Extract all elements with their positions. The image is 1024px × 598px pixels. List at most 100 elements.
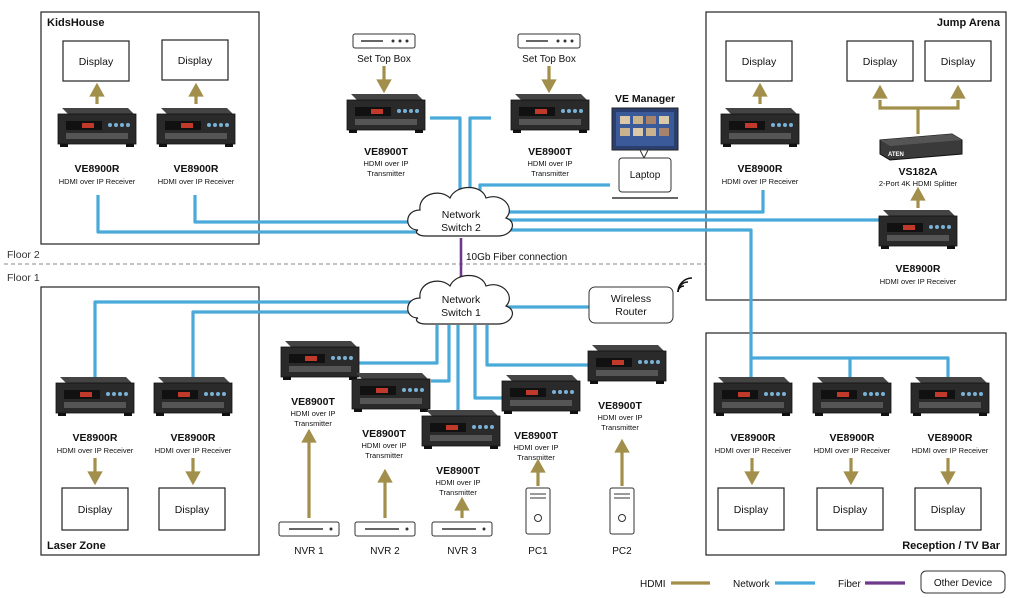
svg-text:HDMI over IP Receiver: HDMI over IP Receiver [59, 177, 136, 186]
network-switch-1: Network Switch 1 [407, 274, 514, 325]
svg-text:VE8900T: VE8900T [528, 146, 572, 158]
svg-text:HDMI over IP: HDMI over IP [527, 159, 572, 168]
legend-fiber-label: Fiber [838, 579, 861, 590]
svg-text:VE8900T: VE8900T [362, 428, 406, 440]
svg-text:VE8900T: VE8900T [364, 146, 408, 158]
transmitter-device [346, 93, 426, 134]
svg-text:HDMI over IP: HDMI over IP [290, 409, 335, 418]
svg-text:Transmitter: Transmitter [367, 169, 405, 178]
reception-display-1 [717, 487, 785, 531]
legend-hdmi-label: HDMI [640, 579, 666, 590]
svg-text:Display: Display [79, 56, 114, 68]
zone-laser-zone [40, 286, 260, 556]
svg-text:HDMI over IP: HDMI over IP [597, 413, 642, 422]
laser-zone-display-1 [61, 487, 129, 531]
receiver-device [720, 107, 800, 148]
zone-kidshouse [40, 11, 260, 245]
svg-text:Transmitter: Transmitter [365, 451, 403, 460]
ve-manager-label: VE Manager [615, 93, 675, 105]
reception-display-3 [914, 487, 982, 531]
svg-text:VE8900T: VE8900T [514, 430, 558, 442]
svg-text:Display: Display [931, 504, 966, 516]
receiver-device [713, 376, 793, 417]
nvr3-label: NVR 3 [447, 546, 477, 557]
legend-network-label: Network [733, 579, 771, 590]
svg-text:Display: Display [78, 504, 113, 516]
jump-arena-display-1 [725, 40, 793, 82]
svg-text:Transmitter: Transmitter [517, 453, 555, 462]
svg-text:Display: Display [863, 56, 898, 68]
set-top-box-icon [352, 33, 416, 49]
svg-text:HDMI over IP: HDMI over IP [363, 159, 408, 168]
svg-text:Wireless: Wireless [611, 293, 651, 305]
svg-text:Display: Display [742, 56, 777, 68]
receiver-device [812, 376, 892, 417]
legend-other-device-box [920, 570, 1006, 594]
svg-text:HDMI over IP Receiver: HDMI over IP Receiver [814, 446, 891, 455]
floor-1-label: Floor 1 [7, 272, 40, 284]
legend-other-label: Other Device [934, 578, 993, 589]
svg-text:HDMI over IP Receiver: HDMI over IP Receiver [912, 446, 989, 455]
kidshouse-display-1 [62, 40, 130, 82]
svg-text:HDMI over IP Receiver: HDMI over IP Receiver [158, 177, 235, 186]
network-switch-2: Network Switch 2 [407, 186, 514, 237]
zone-label-jump-arena: Jump Arena [937, 17, 1001, 29]
svg-text:VE8900R: VE8900R [171, 432, 216, 444]
svg-text:Transmitter: Transmitter [601, 423, 639, 432]
splitter-icon: ATEN [879, 133, 963, 161]
set-top-box-icon [517, 33, 581, 49]
svg-text:VE8900R: VE8900R [73, 432, 118, 444]
legend: HDMI Network Fiber Other Device [640, 570, 1006, 594]
set-top-box-label-1: Set Top Box [357, 54, 411, 65]
zone-label-kidshouse: KidsHouse [47, 17, 104, 29]
zone-jump-arena [705, 11, 1007, 301]
transmitter-device [351, 372, 431, 413]
jump-arena-display-3 [924, 40, 992, 82]
laser-zone-display-2 [158, 487, 226, 531]
laptop-icon [611, 107, 679, 199]
wireless-router [588, 286, 674, 324]
switch1-line2: Switch 1 [441, 307, 481, 319]
svg-text:VE8900T: VE8900T [598, 400, 642, 412]
jump-arena-display-2 [846, 40, 914, 82]
nvr-icon [431, 521, 493, 537]
svg-text:VE8900R: VE8900R [174, 163, 219, 175]
transmitter-device [421, 409, 501, 450]
transmitter-device [587, 344, 667, 385]
svg-text:VE8900T: VE8900T [291, 396, 335, 408]
svg-text:HDMI over IP Receiver: HDMI over IP Receiver [880, 277, 957, 286]
floor-2-label: Floor 2 [7, 249, 40, 261]
svg-text:Transmitter: Transmitter [294, 419, 332, 428]
svg-text:VE8900R: VE8900R [896, 263, 941, 275]
svg-text:HDMI over IP Receiver: HDMI over IP Receiver [722, 177, 799, 186]
svg-text:VE8900R: VE8900R [928, 432, 973, 444]
svg-text:Transmitter: Transmitter [439, 488, 477, 497]
svg-text:2-Port 4K HDMI Splitter: 2-Port 4K HDMI Splitter [879, 179, 958, 188]
zone-label-laser-zone: Laser Zone [47, 540, 106, 552]
svg-text:ATEN: ATEN [888, 152, 904, 158]
svg-text:VE8900R: VE8900R [738, 163, 783, 175]
svg-text:VE8900R: VE8900R [830, 432, 875, 444]
nvr2-label: NVR 2 [370, 546, 400, 557]
network-links [93, 116, 950, 412]
fiber-label: 10Gb Fiber connection [466, 252, 567, 263]
svg-text:Router: Router [615, 306, 647, 318]
receiver-device [153, 376, 233, 417]
receiver-device [156, 107, 236, 148]
receiver-device [910, 376, 990, 417]
receiver-device [878, 209, 958, 250]
pc1-label: PC1 [528, 546, 548, 557]
receiver-device [57, 107, 137, 148]
switch2-line1: Network [442, 209, 481, 221]
laptop-label: Laptop [630, 170, 661, 181]
nvr-icon [354, 521, 416, 537]
svg-text:Display: Display [734, 504, 769, 516]
set-top-box-label-2: Set Top Box [522, 54, 576, 65]
svg-text:Display: Display [178, 55, 213, 67]
pc2-label: PC2 [612, 546, 632, 557]
svg-text:HDMI over IP: HDMI over IP [361, 441, 406, 450]
svg-text:HDMI over IP: HDMI over IP [435, 478, 480, 487]
reception-display-2 [816, 487, 884, 531]
svg-text:Display: Display [175, 504, 210, 516]
